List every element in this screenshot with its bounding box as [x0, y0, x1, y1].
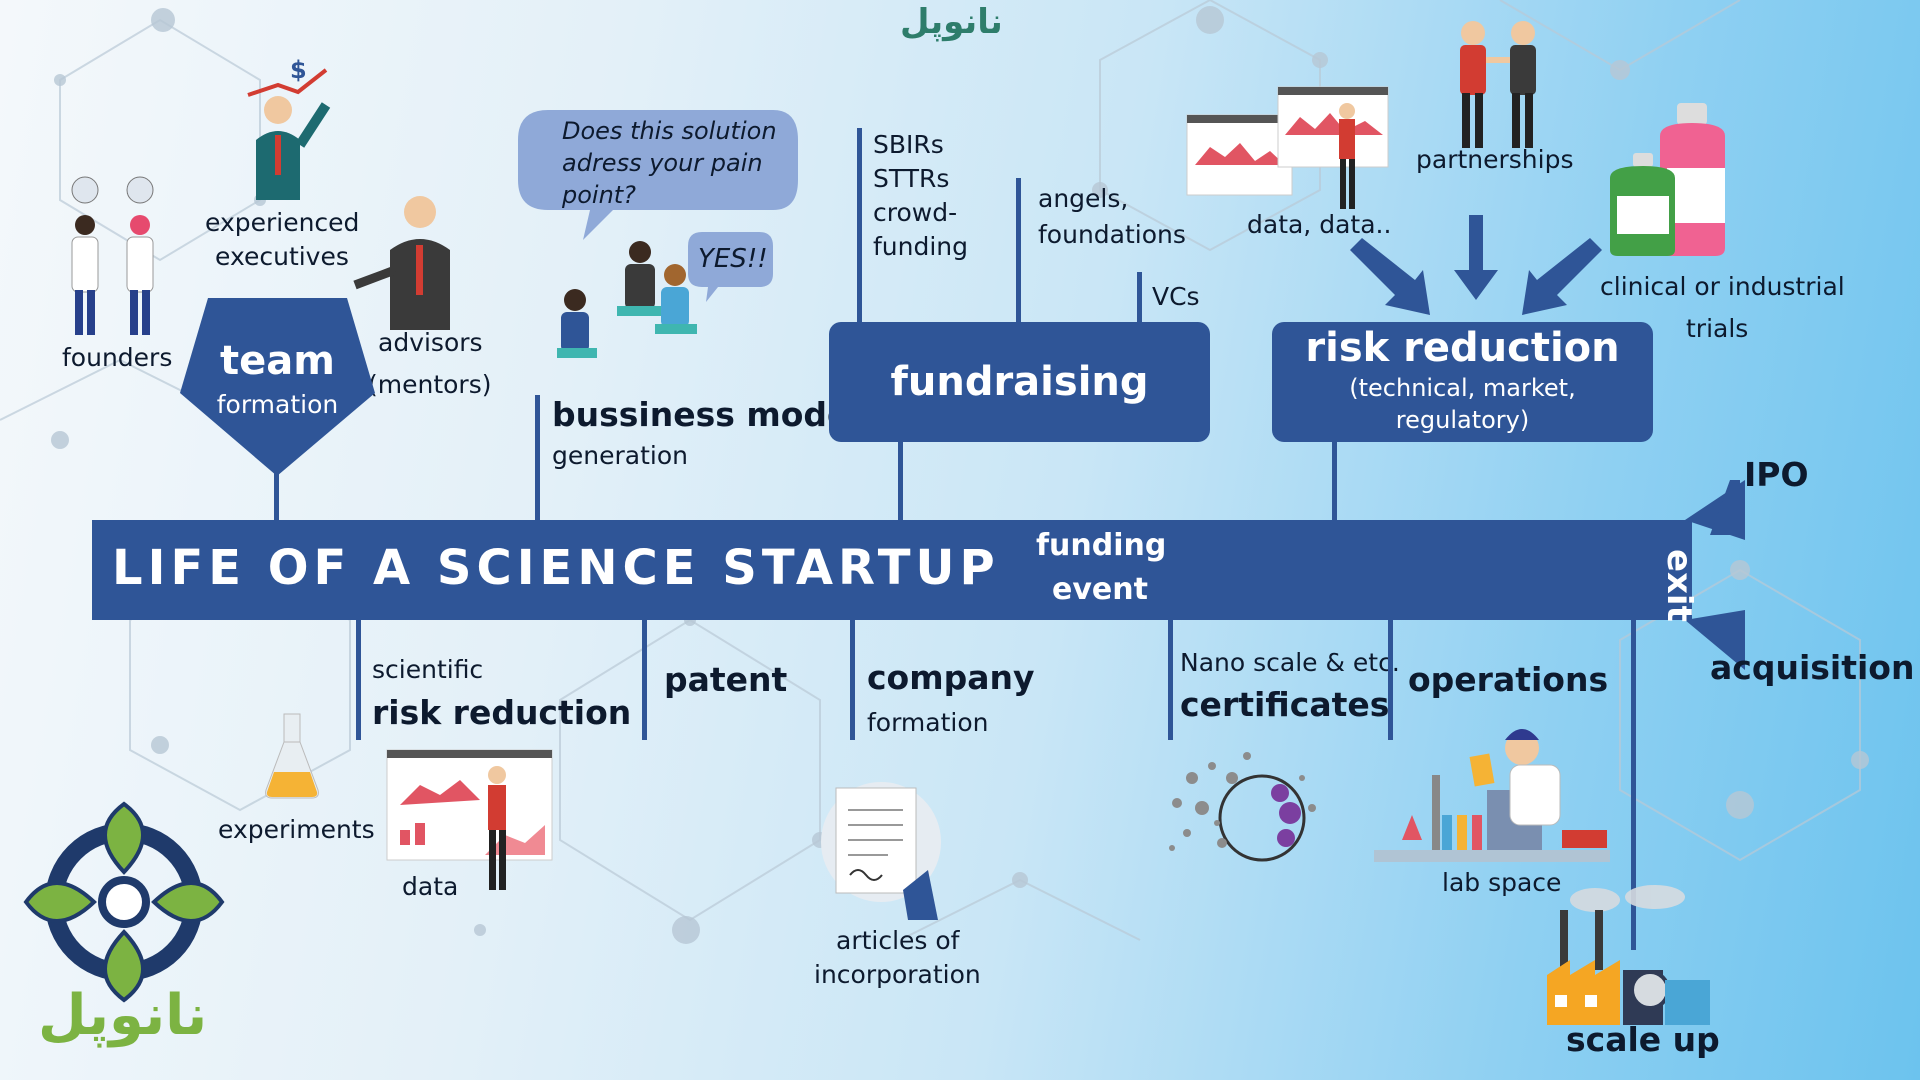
- articles-document-illustration: [821, 782, 941, 920]
- converging-arrows: [1350, 215, 1602, 315]
- scale-up-label: scale up: [1566, 1020, 1720, 1059]
- articles-label-line1: articles of: [836, 926, 960, 955]
- scientific-connector-line: [356, 618, 361, 740]
- acquisition-label: acquisition: [1710, 648, 1915, 687]
- sttrs-label: STTRs: [873, 164, 950, 193]
- patent-title: patent: [664, 660, 788, 699]
- certificates-title: certificates: [1180, 685, 1390, 724]
- risk-reduction-connector-line: [1332, 442, 1337, 522]
- nanopel-logo-emblem: [23, 801, 225, 1003]
- fundraising-box: fundraising: [829, 322, 1210, 442]
- chemical-bottles-illustration: [1610, 103, 1725, 256]
- experienced-executives-label-line2: executives: [215, 242, 349, 271]
- business-model-title: bussiness model: [552, 395, 861, 434]
- timeline-title: LIFE OF A SCIENCE STARTUP: [112, 540, 1000, 596]
- data-label: data: [402, 872, 459, 901]
- team-subtitle: formation: [216, 390, 339, 419]
- data-chart-illustration: [386, 749, 553, 890]
- funding-event-label-line1: funding: [1036, 528, 1167, 563]
- founders-label: founders: [62, 343, 173, 372]
- founders-illustration: [71, 176, 154, 335]
- articles-label-line2: incorporation: [814, 960, 981, 989]
- question-line2: adress your pain: [562, 149, 763, 177]
- ipo-label: IPO: [1744, 455, 1809, 494]
- partnerships-label: partnerships: [1416, 145, 1574, 174]
- advisor-illustration: [353, 196, 450, 330]
- nano-particles-illustration: [1169, 752, 1316, 862]
- timeline-arrow-bar: [92, 480, 1745, 670]
- data-data-label: data, data..: [1247, 210, 1392, 239]
- sbirs-label: SBIRs: [873, 130, 944, 159]
- risk-reduction-subtitle-line1: (technical, market,: [1349, 374, 1576, 402]
- company-connector-line: [850, 618, 855, 740]
- advisors-label-line2: (mentors): [368, 370, 492, 399]
- team-formation-pentagon: [180, 298, 375, 476]
- question-speech-bubble: [518, 110, 798, 240]
- executive-illustration: $: [247, 56, 331, 200]
- certificates-connector-line: [1168, 618, 1173, 740]
- scientific-risk-reduction-title: risk reduction: [372, 693, 632, 732]
- team-title: team: [220, 338, 335, 384]
- risk-reduction-title: risk reduction: [1305, 325, 1620, 371]
- nanopel-logo-text: نانوپل: [38, 983, 208, 1048]
- question-line1: Does this solution: [562, 117, 777, 145]
- angels-connector-line: [1016, 178, 1021, 325]
- fundraising-title: fundraising: [890, 359, 1149, 405]
- experiments-label: experiments: [218, 815, 375, 844]
- answer-speech-bubble: [688, 232, 773, 302]
- factory-illustration: [1547, 885, 1710, 1025]
- question-line3: point?: [562, 181, 636, 209]
- company-subtitle: formation: [867, 708, 989, 737]
- answer-text: YES!!: [698, 244, 768, 274]
- crowd-label: crowd-: [873, 198, 958, 227]
- company-title: company: [867, 658, 1035, 697]
- vcs-label: VCs: [1152, 282, 1200, 311]
- sbirs-connector-line: [857, 128, 862, 325]
- business-model-connector-line: [535, 395, 540, 522]
- lab-space-label: lab space: [1442, 868, 1562, 897]
- flask-illustration: [265, 713, 319, 799]
- clinical-trials-label-line1: clinical or industrial: [1600, 272, 1845, 301]
- team-connector-line: [274, 470, 279, 522]
- operations-connector-line: [1388, 618, 1393, 740]
- vcs-connector-line: [1137, 272, 1142, 325]
- partnership-handshake-illustration: [1460, 21, 1536, 148]
- patent-connector-line: [642, 618, 647, 740]
- lab-space-illustration: [1374, 729, 1610, 862]
- funding-event-label-line2: event: [1052, 572, 1148, 607]
- risk-reduction-subtitle-line2: regulatory): [1395, 406, 1530, 434]
- scientific-label: scientific: [372, 655, 484, 684]
- operations-title: operations: [1408, 660, 1609, 699]
- foundations-label: foundations: [1038, 220, 1186, 249]
- angels-label: angels,: [1038, 184, 1129, 213]
- funding-label: funding: [873, 232, 969, 261]
- business-model-subtitle: generation: [552, 441, 688, 470]
- nano-scale-label: Nano scale & etc.: [1180, 648, 1400, 677]
- fundraising-connector-line: [898, 442, 903, 522]
- svg-text:$: $: [290, 56, 307, 84]
- experienced-executives-label-line1: experienced: [205, 208, 360, 237]
- clinical-trials-label-line2: trials: [1686, 314, 1749, 343]
- meeting-illustration: [557, 241, 697, 358]
- top-logo-text: نانوپل: [900, 2, 1003, 42]
- exit-label: exit: [1658, 548, 1699, 622]
- risk-reduction-box: risk reduction (technical, market, regul…: [1272, 322, 1653, 442]
- advisors-label-line1: advisors: [378, 328, 483, 357]
- data-charts-illustration: [1186, 86, 1389, 209]
- scale-up-connector-line: [1631, 618, 1636, 950]
